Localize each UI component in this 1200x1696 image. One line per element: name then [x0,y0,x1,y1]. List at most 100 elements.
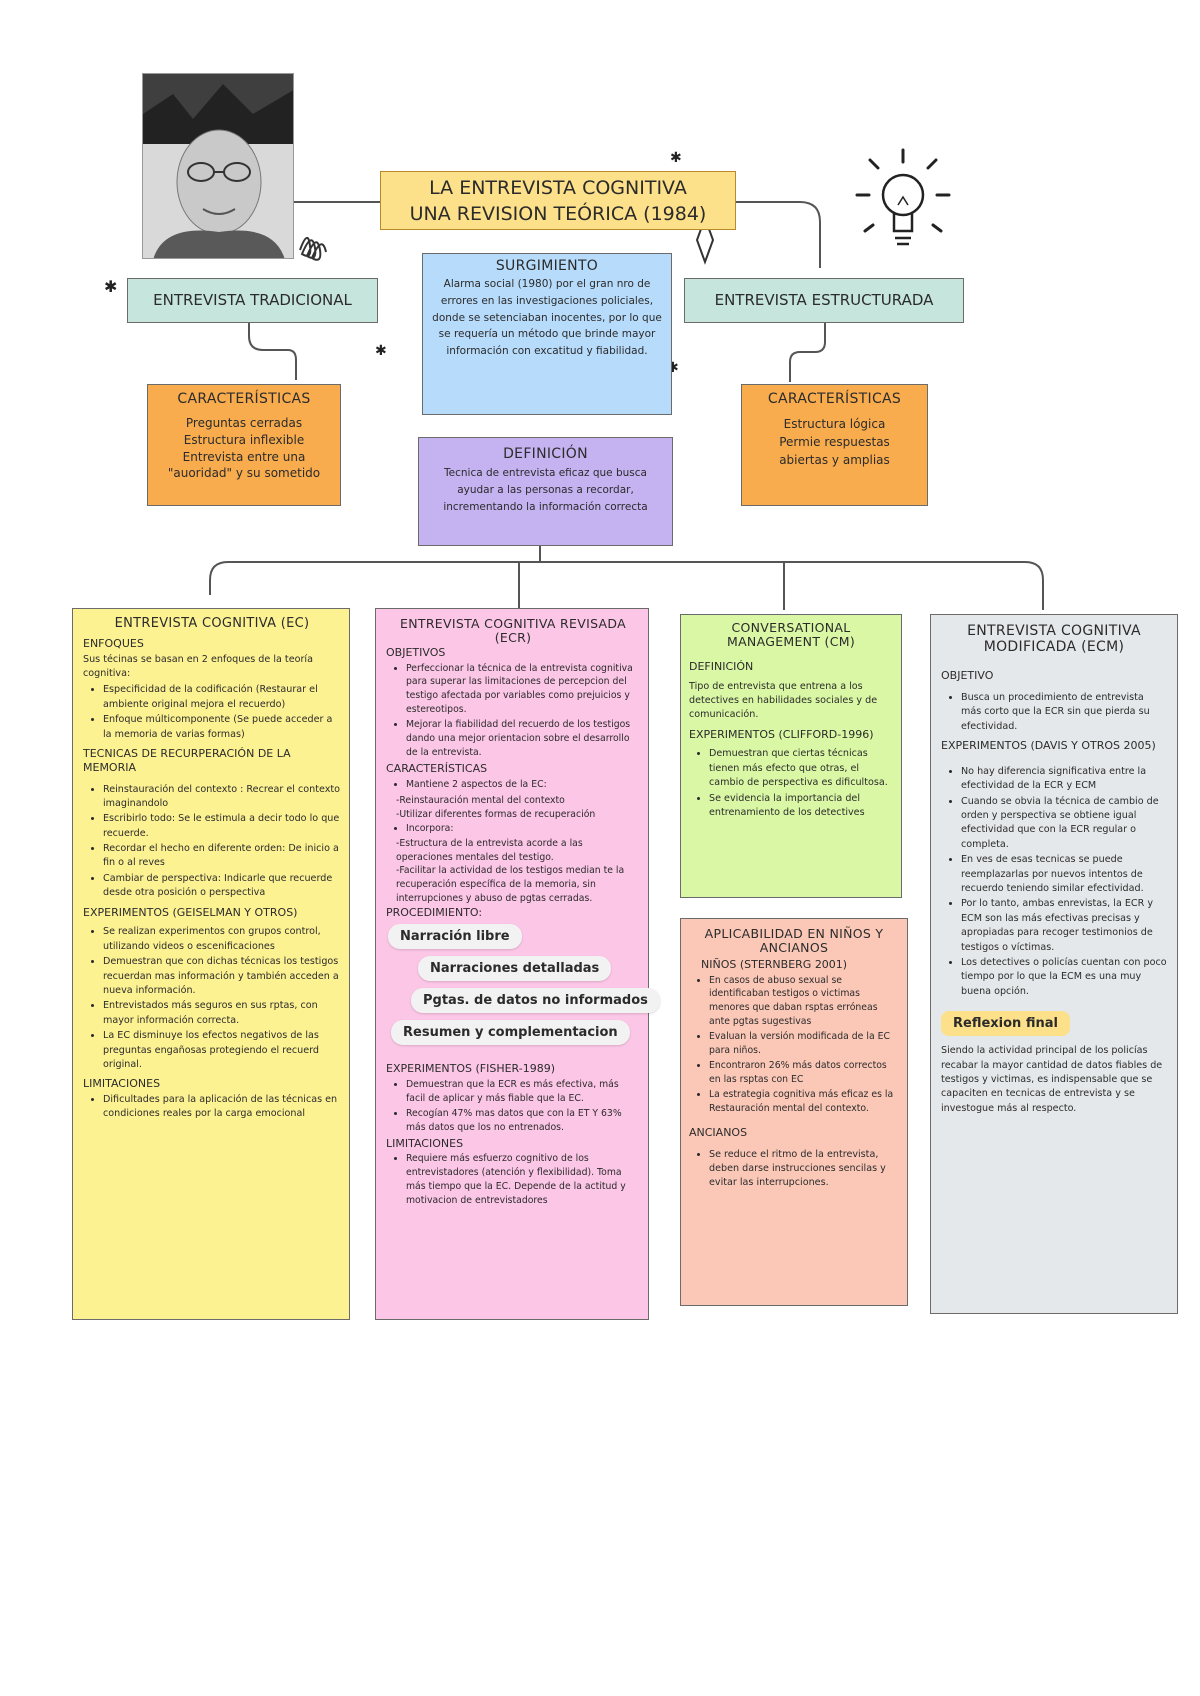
definicion-text: Tecnica de entrevista eficaz que busca a… [443,467,648,513]
definicion-box: DEFINICIÓN Tecnica de entrevista eficaz … [418,437,673,546]
main-title: LA ENTREVISTA COGNITIVA UNA REVISION TEÓ… [380,171,736,230]
caracteristica-item: Estructura inflexible [183,432,305,447]
section-heading: ENFOQUES [83,636,144,650]
surgimiento-box: SURGIMIENTO Alarma social (1980) por el … [422,253,672,415]
caracteristica-item: Estructura lógica [783,417,886,432]
section-heading: TECNICAS DE RECURPERACIÓN DE LA MEMORIA [83,747,291,774]
entrevista-tradicional-box: ENTREVISTA TRADICIONAL [127,278,378,323]
list-item: Se reduce el ritmo de la entrevista, deb… [709,1148,899,1191]
ninos-ancianos-box: APLICABILIDAD EN NIÑOS Y ANCIANOS NIÑOS … [680,918,908,1306]
list-item: Se realizan experimentos con grupos cont… [103,925,341,954]
diamond-doodle [695,215,715,265]
caracteristica-item: Entrevista entre una [182,449,306,464]
list-item: Demuestran que ciertas técnicas tienen m… [709,747,893,790]
list-item: Escribirlo todo: Se le estimula a decir … [103,812,341,841]
list-item: Especificidad de la codificación (Restau… [103,683,341,712]
author-portrait [142,73,294,259]
svg-text:✱: ✱ [670,150,682,166]
title-line-2: UNA REVISION TEÓRICA (1984) [409,203,707,225]
section-heading: CARACTERÍSTICAS [386,762,488,776]
list-item: Demuestran que con dichas técnicas los t… [103,955,341,998]
ec-box: ENTREVISTA COGNITIVA (EC) ENFOQUES Sus t… [72,608,350,1320]
list-item: Los detectives o policías cuentan con po… [961,956,1167,999]
ecm-box: ENTREVISTA COGNITIVA MODIFICADA (ECM) OB… [930,614,1178,1314]
list-item: Mantiene 2 aspectos de la EC: [406,778,547,790]
sub-item: -Utilizar diferentes formas de recuperac… [396,808,596,820]
list-item: Encontraron 26% más datos correctos en l… [709,1059,899,1087]
cm-box: CONVERSATIONAL MANAGEMENT (CM) DEFINICIÓ… [680,614,902,898]
list-item: Evaluan la versión modificada de la EC p… [709,1030,899,1058]
star-doodle: ✱ [104,277,117,296]
caracteristica-item: abiertas y amplias [779,453,890,468]
ecr-box: ENTREVISTA COGNITIVA REVISADA (ECR) OBJE… [375,608,660,1320]
caracteristica-item: Permie respuestas [779,435,890,450]
surgimiento-text: Alarma social (1980) por el gran nro de … [432,278,662,358]
list-item: Por lo tanto, ambas enrevistas, la ECR y… [961,897,1167,955]
section-heading: NIÑOS (STERNBERG 2001) [701,957,848,971]
list-item: Busca un procedimiento de entrevista más… [961,691,1167,734]
list-item: En casos de abuso sexual se identificaba… [709,974,899,1030]
caracteristicas-left-heading: CARACTERÍSTICAS [177,391,311,407]
ec-title: ENTREVISTA COGNITIVA (EC) [114,616,310,631]
reflexion-heading: Reflexion final [941,1011,1070,1037]
sub-item: -Reinstauración mental del contexto [396,794,565,806]
caracteristicas-tradicional-box: CARACTERÍSTICAS Preguntas cerradas Estru… [147,384,341,506]
list-item: En ves de esas tecnicas se puede reempla… [961,853,1167,896]
caracteristicas-right-heading: CARACTERÍSTICAS [767,391,902,407]
list-item: Enfoque múlticomponente (Se puede accede… [103,713,341,742]
list-item: Perfeccionar la técnica de la entrevista… [406,662,640,718]
cm-title: CONVERSATIONAL MANAGEMENT (CM) [726,620,855,650]
sub-item: -Facilitar la actividad de los testigos … [396,865,625,905]
list-item: Dificultades para la aplicación de las t… [103,1093,341,1122]
list-item: Se evidencia la importancia del entrenam… [709,792,893,821]
svg-text:✱: ✱ [667,360,679,376]
list-item: Requiere más esfuerzo cognitivo de los e… [406,1152,640,1208]
list-item: No hay diferencia significativa entre la… [961,765,1167,794]
estructurada-label: ENTREVISTA ESTRUCTURADA [714,291,934,309]
section-heading: PROCEDIMIENTO: [386,906,483,920]
svg-text:✱: ✱ [375,343,387,359]
sub-item: -Estructura de la entrevista acorde a la… [396,837,583,863]
section-heading: DEFINICIÓN [689,659,754,673]
list-item: Reinstauración del contexto : Recrear el… [103,783,341,812]
section-heading: LIMITACIONES [83,1077,161,1091]
list-item: Cambiar de perspectiva: Indicarle que re… [103,872,341,901]
list-item: Entrevistados más seguros en sus rptas, … [103,999,341,1028]
section-heading: EXPERIMENTOS (GEISELMAN Y OTROS) [83,905,298,919]
list-item: Demuestran que la ECR es más efectiva, m… [406,1078,640,1106]
definicion-heading: DEFINICIÓN [503,446,588,462]
list-item: Cuando se obvia la técnica de cambio de … [961,795,1167,853]
tradicional-label: ENTREVISTA TRADICIONAL [153,291,352,309]
section-heading: LIMITACIONES [386,1136,464,1150]
list-item: Recordar el hecho en diferente orden: De… [103,842,341,871]
title-line-1: LA ENTREVISTA COGNITIVA [429,177,687,199]
caracteristica-item: Preguntas cerradas [185,416,303,431]
list-item: Mejorar la fiabilidad del recuerdo de lo… [406,718,640,760]
lightbulb-icon [855,148,951,246]
procedimiento-step: Resumen y complementacion [391,1020,630,1045]
ecm-title: ENTREVISTA COGNITIVA MODIFICADA (ECM) [967,623,1141,656]
ninos-title: APLICABILIDAD EN NIÑOS Y ANCIANOS [704,926,884,956]
section-heading: OBJETIVO [941,669,994,683]
entrevista-estructurada-box: ENTREVISTA ESTRUCTURADA [684,278,964,323]
cm-definicion: Tipo de entrevista que entrena a los det… [689,680,878,721]
reflexion-text: Siendo la actividad principal de los pol… [941,1045,1163,1114]
procedimiento-step: Narración libre [388,924,522,949]
list-item: Incorpora: [406,822,454,834]
list-item: La EC disminuye los efectos negativos de… [103,1029,341,1072]
list-item: La estrategia cognitiva más eficaz es la… [709,1088,899,1116]
section-heading: EXPERIMENTOS (FISHER-1989) [386,1062,556,1075]
procedimiento-step: Pgtas. de datos no informados [411,988,660,1013]
section-heading: EXPERIMENTOS (CLIFFORD-1996) [689,727,874,741]
list-item: Recogían 47% mas datos que con la ET Y 6… [406,1107,640,1135]
ecr-title: ENTREVISTA COGNITIVA REVISADA (ECR) [400,616,626,646]
caracteristicas-estructurada-box: CARACTERÍSTICAS Estructura lógica Permie… [741,384,928,506]
caracteristica-item: "auoridad" y su sometido [167,466,321,481]
section-heading: OBJETIVOS [386,645,446,659]
section-heading: ANCIANOS [689,1125,748,1139]
procedimiento-step: Narraciones detalladas [418,956,612,981]
surgimiento-heading: SURGIMIENTO [495,258,599,274]
section-heading: EXPERIMENTOS (DAVIS Y OTROS 2005) [941,739,1156,753]
enfoques-intro: Sus técinas se basan en 2 enfoques de la… [83,653,313,680]
